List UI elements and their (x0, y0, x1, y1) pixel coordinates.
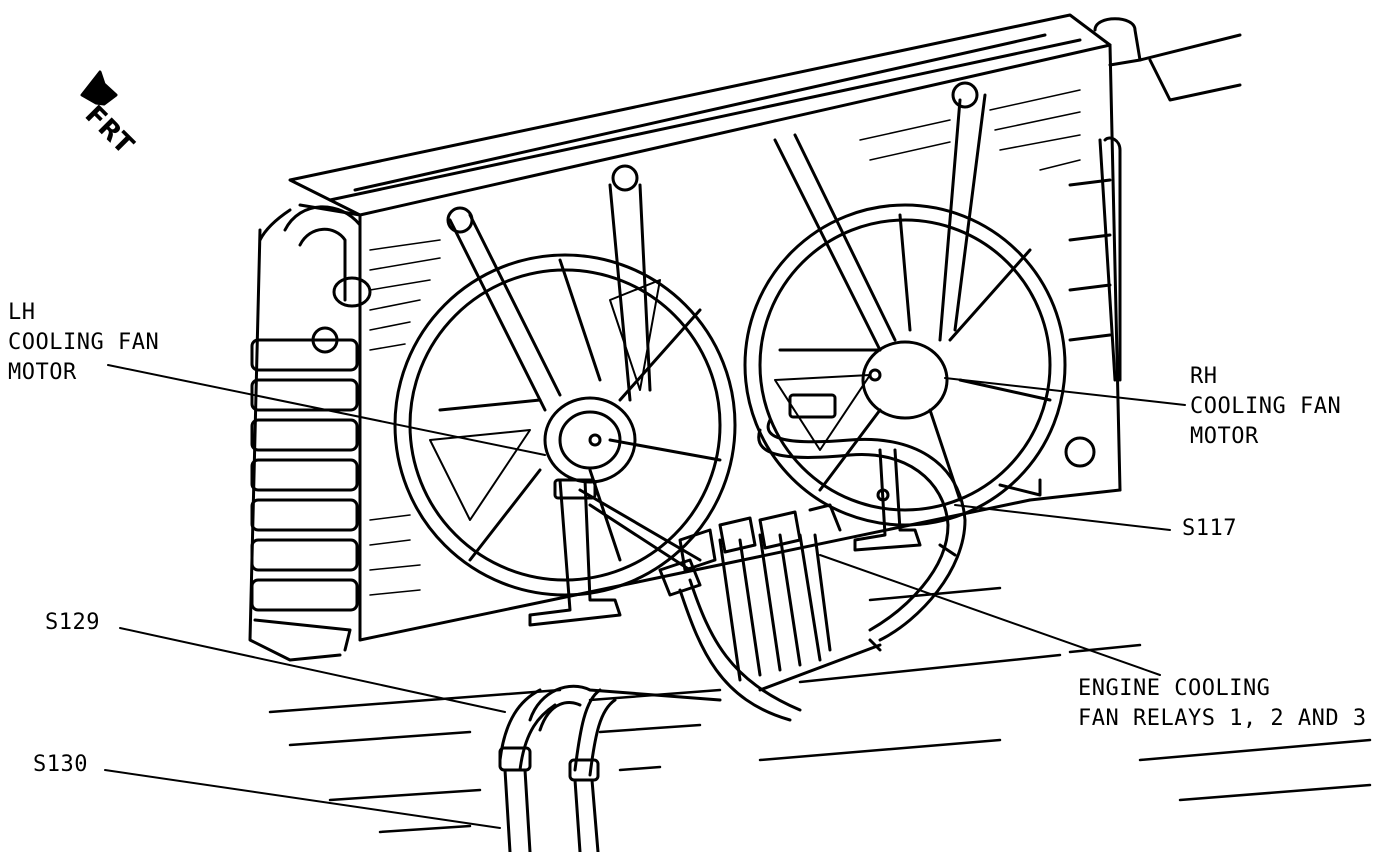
fan-shroud-top (288, 13, 1122, 642)
callout-s129: S129 (45, 608, 100, 638)
leader-relays (819, 554, 1161, 676)
callout-s117-text: S117 (1182, 516, 1237, 541)
callout-rh-line-1: RH (1190, 364, 1218, 389)
radiator-right-tank (998, 17, 1242, 497)
callout-rh-line-3: MOTOR (1190, 424, 1259, 449)
leader-s129 (119, 627, 506, 713)
rh-cooling-fan (743, 203, 1067, 527)
callout-rh-line-2: COOLING FAN (1190, 394, 1342, 419)
leader-lines (104, 364, 1186, 829)
callout-lh-line-1: LH (8, 300, 36, 325)
callout-rh-cooling-fan-motor: RH COOLING FAN MOTOR (1190, 362, 1341, 452)
callout-s117: S117 (1182, 514, 1237, 544)
callout-lh-line-2: COOLING FAN (8, 330, 160, 355)
leader-rh-motor (944, 377, 1186, 406)
callout-relays-line-1: ENGINE COOLING (1078, 676, 1271, 701)
callout-lh-line-3: MOTOR (8, 360, 77, 385)
fan-relay-connectors (658, 503, 842, 597)
callout-s129-text: S129 (45, 610, 100, 635)
callout-s130-text: S130 (33, 752, 88, 777)
radiator-core (369, 89, 1081, 596)
callout-lh-cooling-fan-motor: LH COOLING FAN MOTOR (8, 298, 159, 388)
callout-s130: S130 (33, 750, 88, 780)
leader-s130 (104, 769, 501, 829)
callout-relays-line-2: FAN RELAYS 1, 2 AND 3 (1078, 706, 1367, 731)
leader-s117 (954, 504, 1171, 531)
rh-fan-bracket (773, 81, 987, 552)
callout-engine-cooling-fan-relays: ENGINE COOLING FAN RELAYS 1, 2 AND 3 (1078, 674, 1367, 734)
lh-fan-bracket (446, 164, 652, 627)
upper-radiator-hose (283, 205, 372, 354)
front-direction-arrow (80, 70, 118, 106)
wiring-harness (498, 418, 967, 852)
leader-lh-motor (107, 364, 546, 456)
